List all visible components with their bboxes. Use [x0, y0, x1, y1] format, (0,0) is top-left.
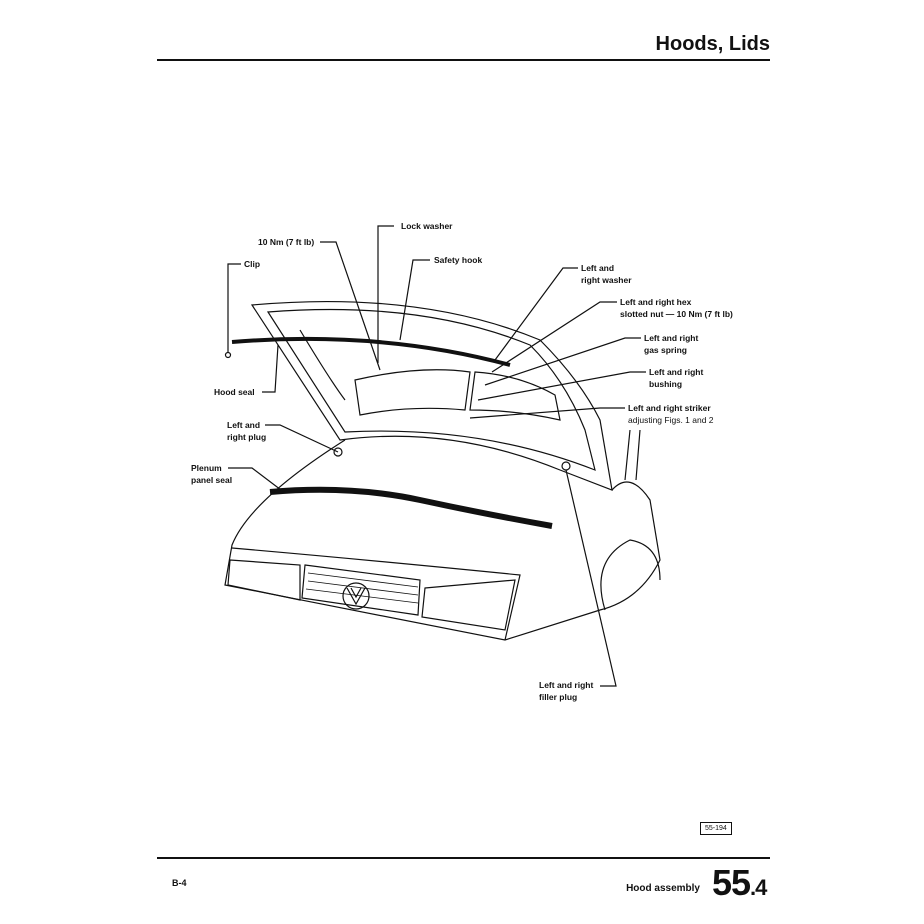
label-line: Left and right — [644, 333, 699, 343]
label-safety-hook: Safety hook — [434, 255, 483, 265]
label-line: Left and right striker — [628, 403, 711, 413]
label-striker: Left and right striker adjusting Figs. 1 … — [628, 402, 714, 426]
label-line: right washer — [581, 275, 632, 285]
label-clip: Clip — [244, 259, 261, 269]
label-bushing: Left and right bushing — [649, 366, 703, 390]
leader-striker — [469, 407, 625, 419]
leader-filler-plug — [565, 469, 617, 687]
figure-number: 55-194 — [700, 822, 732, 835]
label-line: slotted nut — 10 Nm (7 ft lb) — [620, 309, 733, 319]
leader-hex-nut — [491, 301, 617, 373]
section-number: 55.4 — [712, 862, 767, 904]
label-line: right plug — [227, 432, 267, 442]
section-major: 55 — [712, 862, 751, 903]
page-code: B-4 — [172, 878, 187, 888]
hood-seal — [231, 336, 511, 367]
grille — [301, 564, 421, 616]
label-line: Left and right — [649, 367, 704, 377]
header-rule — [157, 59, 770, 61]
leader-hood-seal — [262, 344, 279, 393]
hood-panel — [250, 300, 613, 491]
vw-logo — [342, 582, 370, 610]
label-filler-plug: Left and right filler plug — [539, 679, 593, 703]
label-line: Left and right hex — [620, 297, 692, 307]
leader-gas-spring — [484, 337, 641, 386]
label-line: Left and — [581, 263, 615, 273]
page-title: Hoods, Lids — [655, 33, 770, 55]
leader-bushing — [477, 371, 646, 401]
label-hex-nut: Left and right hex slotted nut — 10 Nm (7… — [620, 296, 733, 320]
leader-torque — [320, 241, 381, 371]
label-torque: 10 Nm (7 ft lb) — [258, 237, 315, 247]
label-lock-washer: Lock washer — [401, 221, 453, 231]
label-washer: Left and right washer — [581, 262, 632, 286]
label-line: panel seal — [191, 475, 233, 485]
leader-plug — [265, 424, 339, 453]
car-body — [224, 439, 661, 641]
section-title: Hood assembly — [626, 883, 700, 894]
label-line: adjusting Figs. 1 and 2 — [628, 415, 714, 425]
wheel-arch — [600, 539, 661, 611]
footer-rule — [157, 857, 770, 859]
section-minor: .4 — [750, 875, 767, 900]
label-line: gas spring — [644, 345, 687, 355]
leader-clip — [227, 263, 241, 352]
leader-plenum-seal — [228, 467, 286, 494]
label-line: Left and right — [539, 680, 594, 690]
leader-lock-washer — [377, 225, 394, 363]
label-line: filler plug — [539, 692, 578, 702]
plenum-panel-seal — [269, 486, 553, 529]
right-headlight — [421, 579, 516, 631]
leader-safety-hook — [399, 259, 430, 341]
label-line: Plenum — [191, 463, 222, 473]
label-hood-seal: Hood seal — [214, 387, 255, 397]
label-plenum-seal: Plenum panel seal — [191, 462, 232, 486]
left-headlight — [227, 559, 301, 601]
leader-washer — [494, 267, 578, 361]
label-plug: Left and right plug — [227, 419, 266, 443]
label-gas-spring: Left and right gas spring — [644, 332, 698, 356]
label-line: bushing — [649, 379, 683, 389]
label-line: Left and — [227, 420, 261, 430]
